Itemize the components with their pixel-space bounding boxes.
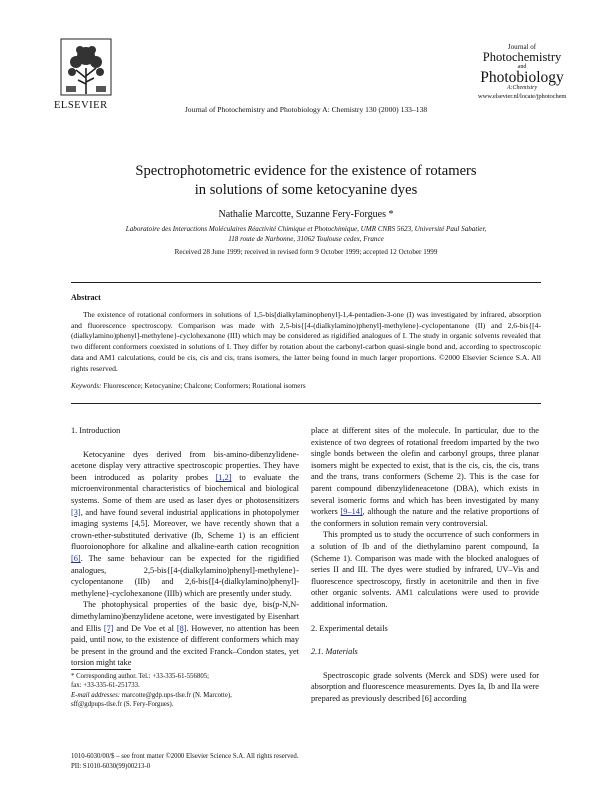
email-line: E-mail addresses: marcotte@gdp.ups-tlse.… <box>71 691 301 700</box>
intro-paragraph-3: place at different sites of the molecule… <box>311 426 539 528</box>
footnotes: * Corresponding author. Tel.: +33-335-61… <box>71 672 301 709</box>
masthead-line1: Journal of <box>507 43 537 51</box>
section-heading-experimental: 2. Experimental details <box>311 623 388 633</box>
citation-link[interactable]: [1,2] <box>215 472 232 482</box>
intro-paragraph-1: Ketocyanine dyes derived from bis-amino-… <box>71 449 299 598</box>
publisher-name: ELSEVIER <box>54 100 108 111</box>
citation-link[interactable]: [9–14] <box>340 507 363 517</box>
email-1[interactable]: marcotte@gdp.ups-tlse.fr (N. Marcotte), <box>120 691 232 699</box>
page-footer: 1010-6030/00/$ – see front matter ©2000 … <box>71 752 531 771</box>
article-title: Spectrophotometric evidence for the exis… <box>60 162 552 200</box>
email-label: E-mail addresses: <box>71 691 121 699</box>
masthead-line2: Photochemistry <box>482 50 562 64</box>
journal-masthead: Journal of Photochemistry and Photobiolo… <box>478 44 566 101</box>
fax: fax: +33-335-61-251733. <box>71 682 140 690</box>
received-dates: Received 28 June 1999; received in revis… <box>174 248 438 256</box>
masthead-line5: A:Chemistry <box>506 85 538 91</box>
masthead-url[interactable]: www.elsevier.nl/locate/jphotochem <box>478 93 567 100</box>
email-2[interactable]: sff@gdpups-tlse.fr (S. Fery-Forgues). <box>71 700 174 708</box>
journal-reference: Journal of Photochemistry and Photobiolo… <box>184 105 428 114</box>
divider-bottom <box>71 403 541 404</box>
issn-line: 1010-6030/00/$ – see front matter ©2000 … <box>71 753 299 760</box>
left-column: 1. Introduction Ketocyanine dyes derived… <box>71 425 299 669</box>
citation-link[interactable]: [6] <box>71 553 81 563</box>
corresponding-author: * Corresponding author. Tel.: +33-335-61… <box>71 673 210 680</box>
right-column: place at different sites of the molecule… <box>311 425 539 704</box>
masthead-line4: Photobiology <box>480 68 564 86</box>
citation-link[interactable]: [7] <box>103 623 114 633</box>
title-line1: Spectrophotometric evidence for the exis… <box>135 163 477 179</box>
masthead-line3: and <box>517 63 527 70</box>
subsection-heading-materials: 2.1. Materials <box>311 647 358 657</box>
section-heading-introduction: 1. Introduction <box>71 426 121 435</box>
citation-link[interactable]: [3] <box>71 507 81 517</box>
keywords: Keywords: Fluorescence; Ketocyanine; Cha… <box>71 382 541 390</box>
title-line2: in solutions of some ketocyanine dyes <box>194 182 418 198</box>
citation-link[interactable]: [8] <box>176 623 187 633</box>
abstract-heading: Abstract <box>71 293 101 302</box>
authors: Nathalie Marcotte, Suzanne Fery-Forgues … <box>218 209 394 220</box>
keywords-list: Fluorescence; Ketocyanine; Chalcone; Con… <box>103 382 306 390</box>
pii-line: PII: S1010-6030(99)00213-0 <box>71 762 151 770</box>
intro-paragraph-4: This prompted us to study the occurrence… <box>311 530 539 609</box>
elsevier-tree-logo <box>60 38 112 96</box>
abstract-text: The existence of rotational conformers i… <box>71 310 541 373</box>
divider-top <box>71 282 541 283</box>
affiliation-line2: 118 route de Narbonne, 31062 Toulouse ce… <box>228 235 384 243</box>
materials-paragraph: Spectroscopic grade solvents (Merck and … <box>311 670 539 703</box>
footnote-rule <box>71 669 131 670</box>
intro-paragraph-2: The photophysical properties of the basi… <box>71 600 299 668</box>
keywords-label: Keywords: <box>71 382 102 390</box>
affiliation: Laboratoire des Interactions Moléculaire… <box>60 224 552 244</box>
affiliation-line1: Laboratoire des Interactions Moléculaire… <box>125 225 487 233</box>
